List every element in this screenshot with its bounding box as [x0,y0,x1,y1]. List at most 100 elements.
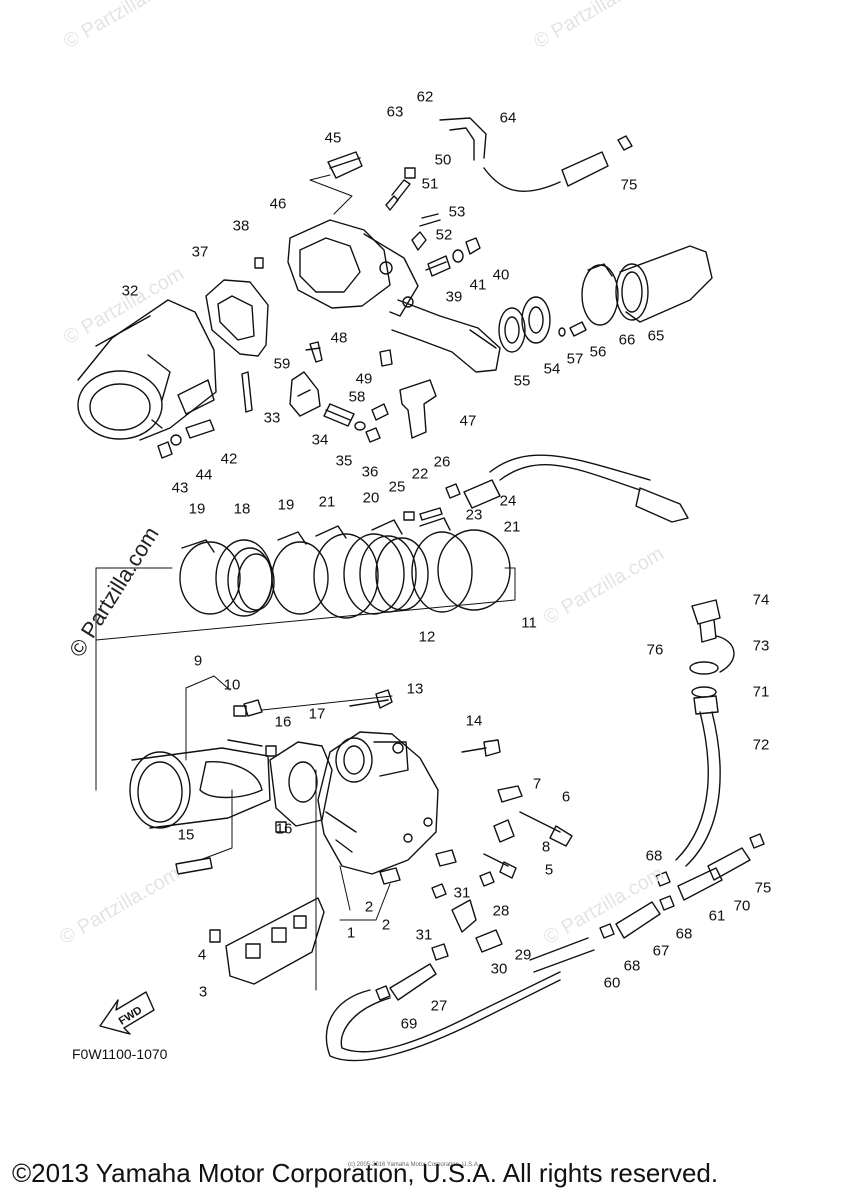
part-callout-5: 5 [544,861,554,879]
nut-43 [157,441,173,459]
part-callout-48: 48 [330,329,348,347]
fitting-26 [445,483,461,499]
bolt-59 [305,341,323,363]
part-callout-68: 68 [623,957,641,975]
part-callout-1: 1 [346,924,356,942]
fwd-arrow [99,991,155,1035]
part-callout-49: 49 [355,370,373,388]
part-callout-56: 56 [589,343,607,361]
part-callout-47: 47 [459,412,477,430]
part-callout-75: 75 [620,176,638,194]
part-callout-19: 19 [188,500,206,518]
part-callout-51: 51 [421,175,439,193]
part-callout-61: 61 [708,907,726,925]
part-callout-63: 63 [386,103,404,121]
bracket-47 [399,379,437,439]
fitting-27 [389,963,437,1001]
bolt-15 [175,857,213,875]
clamp-68c [659,895,675,911]
part-callout-11: 11 [521,614,537,632]
washer-44 [170,434,182,446]
part-callout-57: 57 [566,350,584,368]
part-callout-65: 65 [647,327,665,345]
bolt-49 [371,403,389,421]
part-callout-53: 53 [448,203,466,221]
part-callout-70: 70 [733,897,751,915]
bolt-48 [379,349,393,367]
pin-16b [275,821,287,833]
clamp-66 [581,264,619,326]
part-callout-71: 71 [752,683,770,701]
part-callout-69: 69 [400,1015,418,1033]
footer-small-print: (c) 2005-2016 Yamaha Motor Corporation, … [348,1162,480,1168]
bolt-14 [461,739,501,757]
part-callout-21: 21 [318,493,336,511]
bolt-5 [483,853,517,879]
stud-39 [425,255,451,277]
part-callout-17: 17 [308,705,326,723]
part-callout-29: 29 [514,946,532,964]
part-callout-72: 72 [752,736,770,754]
part-callout-31: 31 [453,884,471,902]
hose-61 [677,867,723,901]
part-callout-50: 50 [434,151,452,169]
pin-4 [209,929,221,943]
part-callout-22: 22 [411,465,429,483]
part-callout-30: 30 [490,960,508,978]
part-callout-2: 2 [364,898,374,916]
clamp-68b [655,871,671,887]
part-callout-35: 35 [335,452,353,470]
part-callout-44: 44 [195,466,213,484]
part-callout-7: 7 [532,775,542,793]
part-callout-19: 19 [277,496,295,514]
part-callout-16: 16 [275,820,293,838]
cap-74 [691,599,721,625]
part-callout-75: 75 [754,879,772,897]
part-callout-13: 13 [406,680,424,698]
clamp-31a [431,883,447,899]
washer-76 [689,661,719,675]
part-callout-15: 15 [177,826,195,844]
part-callout-28: 28 [492,902,510,920]
hose-29 [475,929,503,953]
bracket-58 [289,371,321,417]
part-callout-67: 67 [652,942,670,960]
hose-60 [529,937,595,973]
part-callout-27: 27 [430,997,448,1015]
footer-copyright: ©2013 Yamaha Motor Corporation, U.S.A. A… [12,1158,719,1188]
exhaust-joint-46 [287,219,501,373]
part-callout-68: 68 [675,925,693,943]
washer-35 [354,421,366,431]
part-callout-4: 4 [197,946,207,964]
fitting-30 [431,943,449,961]
gasket-37 [205,279,269,357]
part-callout-42: 42 [220,450,238,468]
part-callout-46: 46 [269,195,287,213]
diagram-code: F0W1100-1070 [72,1046,168,1062]
part-callout-12: 12 [418,628,436,646]
part-callout-2: 2 [381,916,391,934]
washer-41 [452,249,464,263]
part-callout-66: 66 [618,331,636,349]
part-callout-39: 39 [445,288,463,306]
part-callout-10: 10 [223,676,241,694]
part-callout-45: 45 [324,129,342,147]
nut-40 [465,237,481,255]
fitting-52 [411,231,427,251]
bolt-22 [419,507,443,521]
part-callout-52: 52 [435,226,453,244]
part-callout-26: 26 [433,453,451,471]
pin-16a [265,745,277,757]
part-callout-36: 36 [361,463,379,481]
stud-42 [185,419,215,439]
nut-36 [365,427,381,443]
nipple-51 [385,179,411,211]
stud-2b [435,849,457,867]
part-callout-20: 20 [362,489,380,507]
sleeve-65 [619,245,713,323]
part-callout-21: 21 [503,518,521,536]
clamp-31b [479,871,495,887]
gasket-17 [269,741,333,827]
part-callout-9: 9 [193,652,203,670]
clamp-68a [599,923,615,939]
